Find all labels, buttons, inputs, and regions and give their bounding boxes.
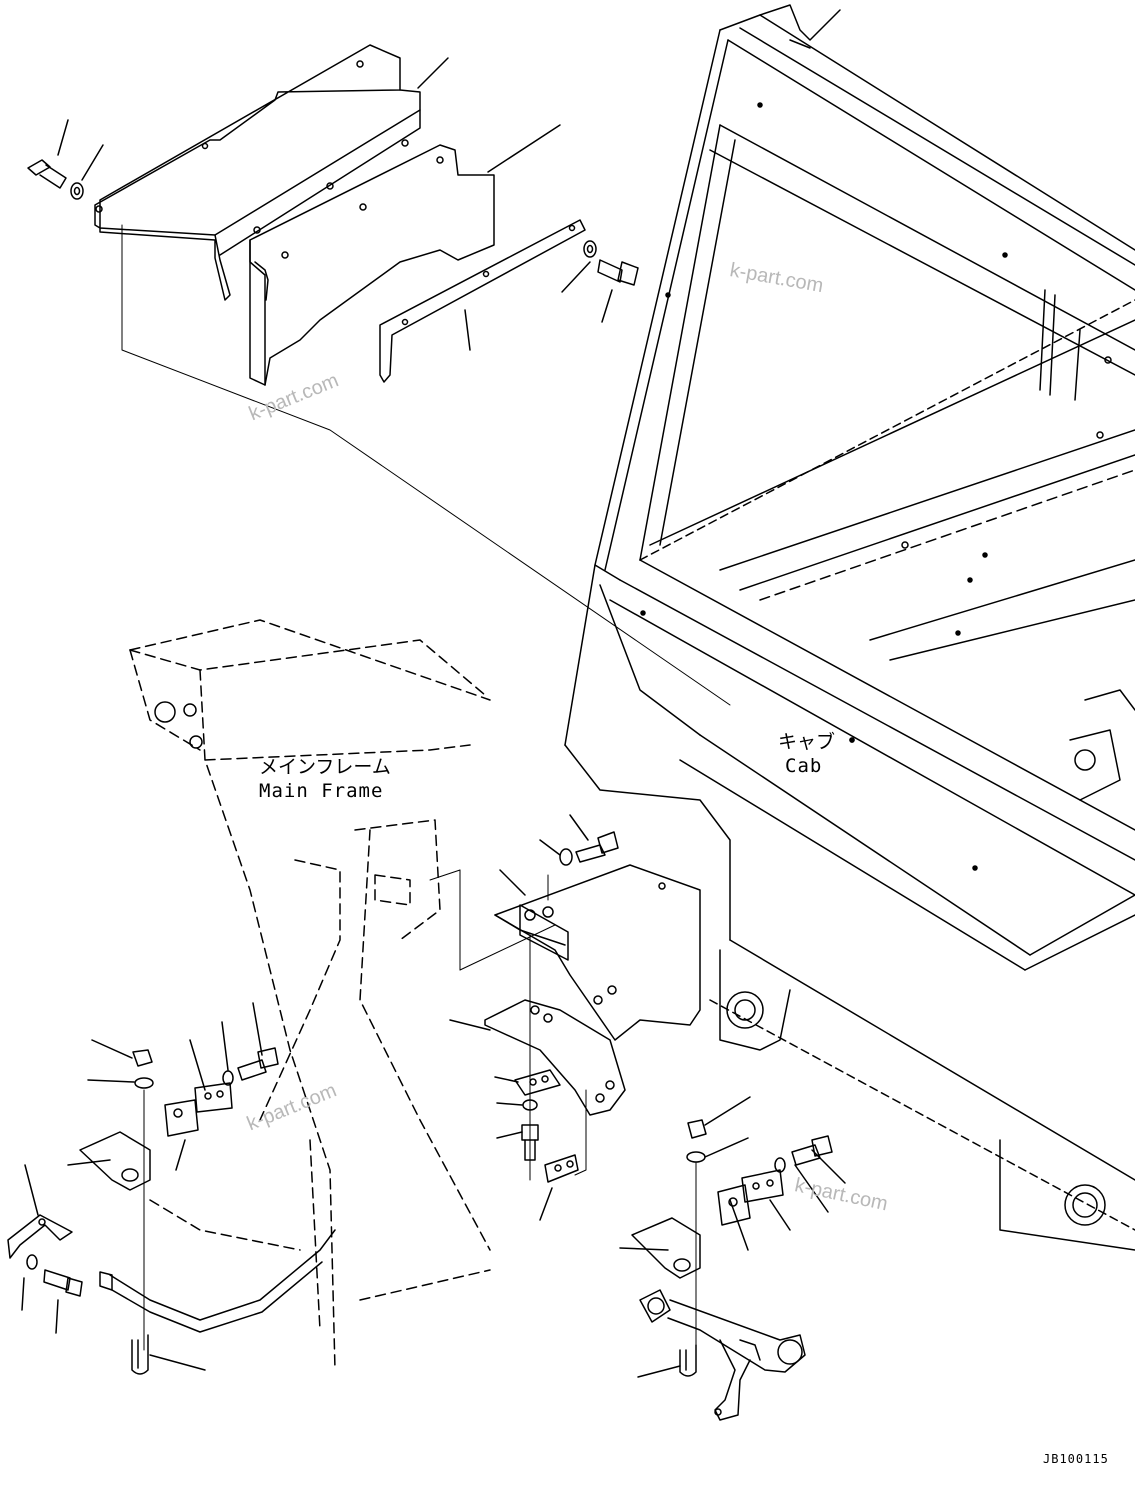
- main-frame-label-jp: メインフレーム: [259, 756, 391, 778]
- left-clamp-assembly: [7, 1002, 336, 1375]
- center-bracket-assembly: [429, 814, 701, 1221]
- top-cover-assembly: [27, 44, 731, 706]
- cab-label-en: Cab: [785, 755, 823, 777]
- cab-marker-dot: [849, 737, 855, 743]
- right-clamp-assembly: [619, 1096, 846, 1421]
- drawing-code: JB100115: [1043, 1452, 1109, 1466]
- main-frame: [129, 619, 491, 1371]
- cab-label-jp: キャブ: [778, 731, 836, 753]
- main-frame-holes: [154, 701, 203, 749]
- cab-frame: [564, 4, 1135, 1251]
- main-frame-label-en: Main Frame: [259, 780, 384, 802]
